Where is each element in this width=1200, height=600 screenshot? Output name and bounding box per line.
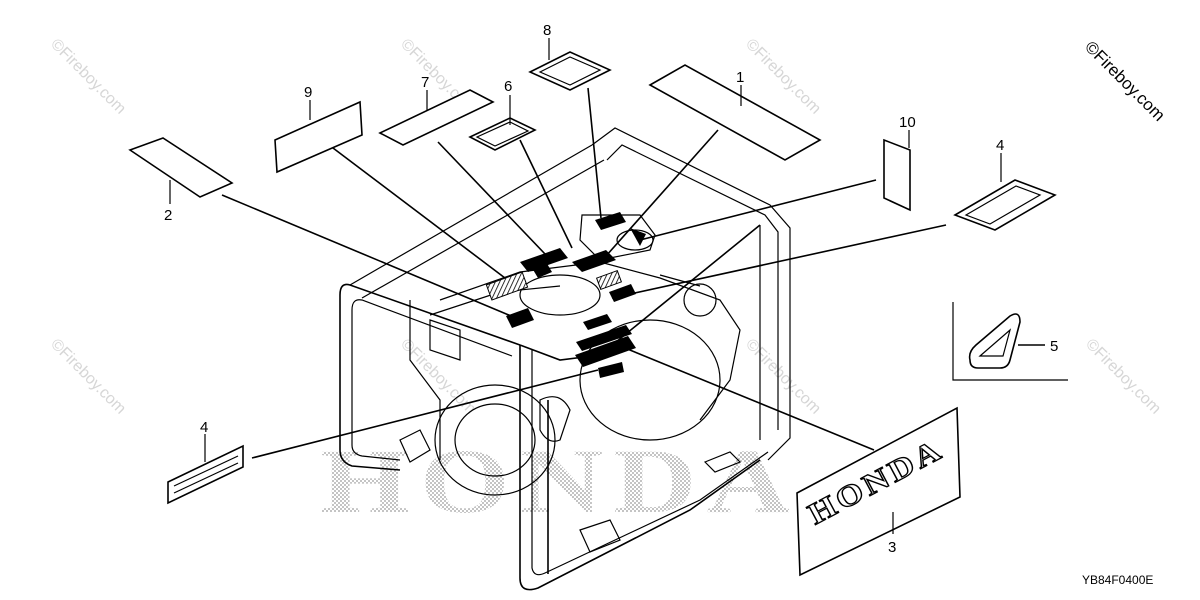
watermark-text: ©Fireboy.com [742,336,824,418]
part-4-left-label[interactable] [167,444,244,505]
callout-3: 3 [888,539,896,556]
copyright-text: ©Fireboy.com [1081,37,1169,125]
callout-1: 1 [736,69,744,86]
callout-5: 5 [1050,338,1058,355]
watermark-text: ©Fireboy.com [47,336,129,418]
watermark-text: ©Fireboy.com [1082,336,1164,418]
part-9-label[interactable] [274,100,363,174]
callout-10: 10 [899,114,916,131]
part-5-inset[interactable] [952,302,1068,381]
callout-9: 9 [304,84,312,101]
callout-7: 7 [421,74,429,91]
diagram-code: YB84F0400E [1082,573,1153,587]
big-honda-watermark: HONDA [320,430,800,532]
part-6-label[interactable] [468,117,537,151]
part-7-label[interactable] [378,89,495,146]
watermark-text: ©Fireboy.com [47,36,129,118]
part-8-label[interactable] [528,51,612,91]
water-pump-illustration [339,127,791,591]
part-3-honda-decal[interactable]: HONDA [796,406,961,577]
callout-6: 6 [504,78,512,95]
part-10-label[interactable] [883,138,911,212]
leader-lines [221,87,947,459]
part-4-right-label[interactable] [953,179,1057,231]
callout-4-right: 4 [996,137,1004,154]
part-2-label[interactable] [128,137,234,198]
part-1-label[interactable] [648,64,822,161]
callout-4-left: 4 [200,419,208,436]
callout-8: 8 [543,22,551,39]
callout-2: 2 [164,207,172,224]
callout-ticks [169,38,1002,534]
